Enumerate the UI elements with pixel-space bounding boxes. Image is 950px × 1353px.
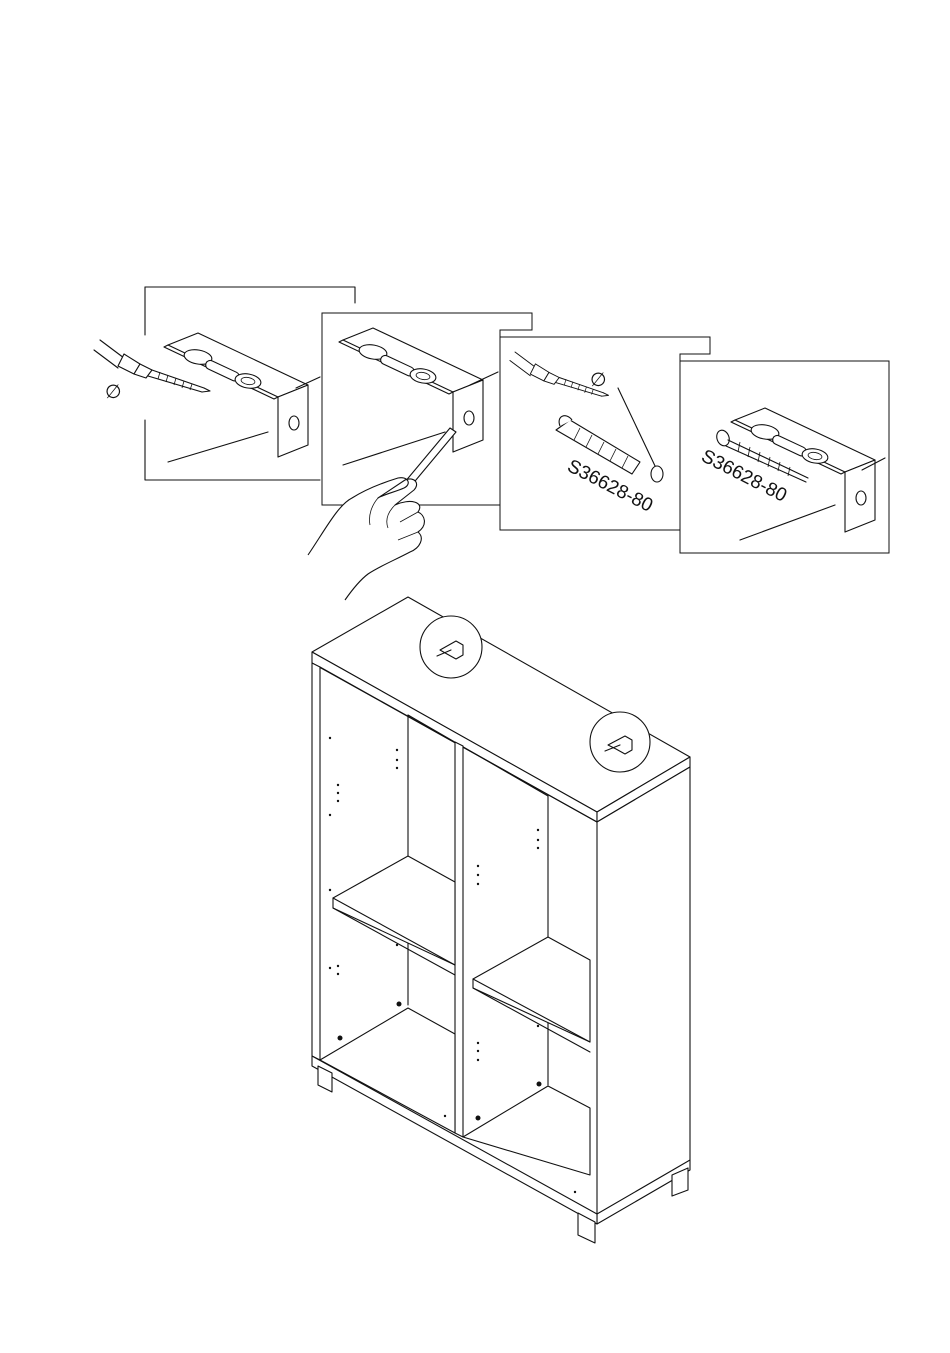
bracket-icon xyxy=(164,333,308,457)
wall-hole xyxy=(651,466,663,482)
step-4-panel: S36628-80 xyxy=(680,361,889,553)
step-1-panel: ∅ xyxy=(94,287,355,480)
step-2-panel xyxy=(308,313,532,600)
drill-diameter-symbol: ∅ xyxy=(590,369,607,391)
step-3-panel: ∅ S36628-80 xyxy=(500,337,710,530)
drill-diameter-symbol: ∅ xyxy=(105,381,122,403)
cabinet-icon xyxy=(312,597,690,1243)
